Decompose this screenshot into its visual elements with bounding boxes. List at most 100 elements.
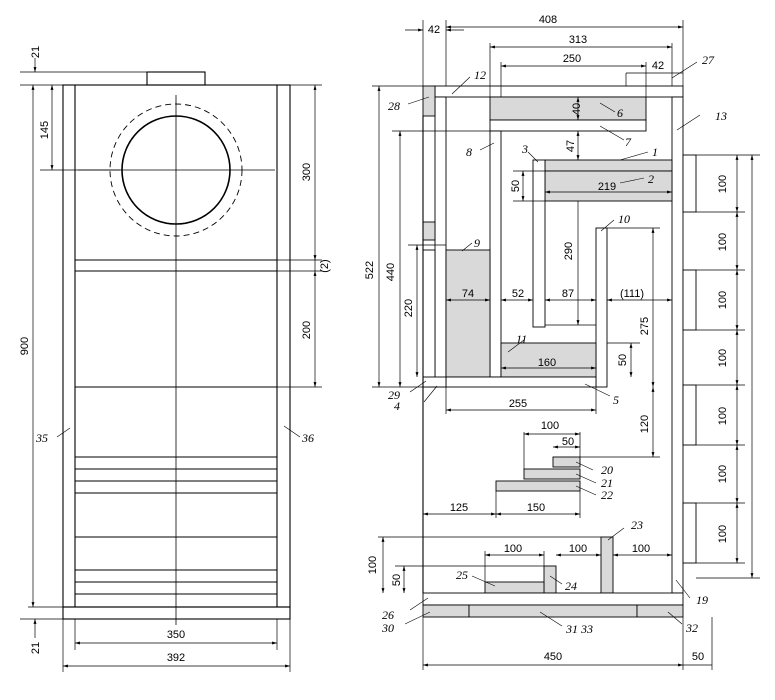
dim-50-left: 50 [391, 574, 403, 586]
callout-24: 24 [565, 579, 577, 593]
dim-top-section: 300 [301, 163, 313, 181]
panel-4-29 [422, 376, 447, 388]
callout-7: 7 [625, 135, 632, 149]
dim-255: 255 [509, 398, 527, 410]
dim-47: 47 [565, 140, 577, 152]
part-30 [422, 604, 470, 618]
dim-bottom-gap: 21 [30, 642, 42, 654]
callout-21: 21 [601, 476, 613, 490]
dim-408: 408 [539, 14, 557, 26]
dim-160: 160 [538, 357, 556, 369]
plinth [62, 606, 291, 620]
callout-4: 4 [394, 399, 400, 413]
callout-23: 23 [631, 518, 643, 532]
dim-right-100-2: 100 [717, 233, 729, 251]
dim-87: 87 [562, 288, 574, 300]
part-32 [636, 604, 684, 618]
dim-height: 900 [19, 337, 31, 355]
section-view: 42 408 313 250 42 40 47 290 50 [364, 14, 760, 670]
step-21 [523, 468, 581, 480]
callout-26: 26 [382, 608, 394, 622]
callout-9: 9 [474, 236, 480, 250]
top-port-block [146, 71, 206, 86]
dim-right-100-1: 100 [717, 175, 729, 193]
dim-74: 74 [462, 288, 474, 300]
callout-28: 28 [388, 99, 400, 113]
panel-9 [445, 249, 491, 378]
callout-5: 5 [613, 393, 619, 407]
callout-11: 11 [516, 332, 527, 346]
dim-111: (111) [620, 288, 644, 300]
callout-3: 3 [521, 142, 528, 156]
callout-8: 8 [466, 145, 472, 159]
dim-top-gap: 21 [30, 46, 42, 58]
dim-woofer-offset: 145 [39, 121, 51, 139]
callout-36: 36 [301, 431, 314, 445]
dim-220: 220 [403, 299, 415, 317]
dim-right-100-7: 100 [717, 525, 729, 543]
dim-50-step: 50 [562, 436, 574, 448]
baffle-block [422, 221, 436, 241]
panel-7 [489, 119, 647, 132]
bottom-panel [422, 592, 684, 606]
callout-19: 19 [696, 593, 708, 607]
dim-290: 290 [563, 242, 575, 260]
callout-13: 13 [715, 109, 727, 123]
dim-100-bl: 100 [504, 543, 522, 555]
panel-1 [544, 159, 673, 172]
dim-100-left: 100 [367, 556, 379, 574]
callout-27: 27 [702, 53, 715, 67]
callout-25: 25 [456, 568, 468, 582]
dim-100-step: 100 [541, 420, 559, 432]
panel-28 [422, 85, 436, 117]
callout-30: 30 [381, 621, 394, 635]
callout-10: 10 [618, 212, 630, 226]
baffle-lower [422, 249, 436, 388]
dim-40: 40 [571, 103, 583, 115]
dim-275: 275 [639, 317, 651, 335]
part-31-33 [468, 604, 638, 618]
dim-219: 219 [598, 181, 616, 193]
step-20 [552, 456, 581, 468]
callout-35: 35 [35, 431, 48, 445]
front-view: 21 145 900 21 300 (2) 200 350 392 [19, 46, 331, 672]
dim-100-bm: 100 [569, 543, 587, 555]
dim-50-a: 50 [510, 180, 522, 192]
dim-450: 450 [544, 651, 562, 663]
dim-outer-width: 392 [167, 652, 185, 664]
dim-440: 440 [385, 263, 397, 281]
panel-5 [445, 376, 597, 388]
dim-522: 522 [364, 261, 376, 279]
dim-42-right: 42 [652, 60, 664, 72]
callout-29: 29 [388, 388, 400, 402]
dim-52: 52 [512, 288, 524, 300]
callout-6: 6 [617, 106, 623, 120]
step-22 [495, 480, 581, 492]
callout-2: 2 [648, 172, 654, 186]
dim-313: 313 [569, 34, 587, 46]
dim-120: 120 [639, 415, 651, 433]
callout-31-33: 31 33 [565, 622, 593, 636]
callout-32: 32 [685, 621, 698, 635]
panel-2 [544, 170, 673, 202]
dim-100-br: 100 [632, 543, 650, 555]
dim-mid-section: 200 [301, 321, 313, 339]
part-25 [484, 581, 545, 594]
dim-150: 150 [527, 502, 545, 514]
rear-panel [671, 96, 684, 594]
dim-250: 250 [563, 53, 581, 65]
dim-42-top: 42 [428, 24, 440, 36]
dim-50-right: 50 [692, 651, 704, 663]
callout-22: 22 [601, 488, 613, 502]
dim-gap-2: (2) [319, 259, 331, 272]
dim-right-100-5: 100 [717, 407, 729, 425]
part-23 [600, 536, 614, 594]
dim-right-100-6: 100 [717, 465, 729, 483]
dim-50-b: 50 [617, 354, 629, 366]
dim-right-100-3: 100 [717, 291, 729, 309]
dim-right-100-4: 100 [717, 349, 729, 367]
shelf-lines [75, 259, 277, 595]
front-baffle [434, 96, 447, 388]
dim-125: 125 [450, 502, 468, 514]
